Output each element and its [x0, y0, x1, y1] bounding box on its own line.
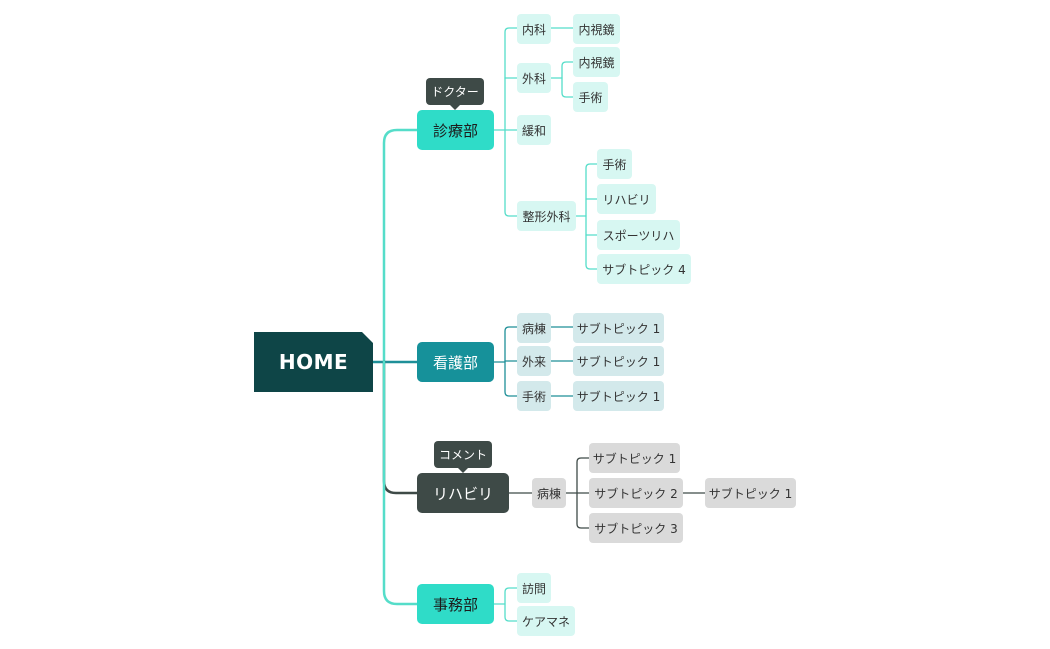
root-node-home[interactable]: HOME [254, 332, 373, 392]
callout-doctor[interactable]: ドクター [426, 78, 484, 110]
subtopic-caremane[interactable]: ケアマネ [517, 606, 575, 636]
subtopic-rehabili[interactable]: リハビリ [597, 184, 656, 214]
subtopic-riha-sub-2[interactable]: サブトピック 2 [589, 478, 683, 508]
connector-line-7 [504, 27, 518, 217]
subtopic-shujutsu-2[interactable]: 手術 [597, 149, 632, 179]
subtopic-kango-sub-1[interactable]: サブトピック 1 [573, 313, 664, 343]
subtopic-kango-sub-2[interactable]: サブトピック 1 [573, 346, 664, 376]
subtopic-naishikyo-2[interactable]: 内視鏡 [573, 47, 620, 77]
connector-line-2 [382, 128, 419, 364]
connector-line-12 [561, 61, 574, 98]
topic-jimubu[interactable]: 事務部 [417, 584, 494, 624]
topic-kangobu[interactable]: 看護部 [417, 342, 494, 382]
subtopic-naishikyo-1[interactable]: 内視鏡 [573, 14, 620, 44]
subtopic-riha-sub-1[interactable]: サブトピック 1 [589, 443, 680, 473]
subtopic-riha-sub-2-1[interactable]: サブトピック 1 [705, 478, 796, 508]
subtopic-byoto-2[interactable]: 病棟 [532, 478, 566, 508]
connector-line-14 [585, 163, 598, 270]
subtopic-shujutsu-3[interactable]: 手術 [517, 381, 551, 411]
subtopic-kango-sub-3[interactable]: サブトピック 1 [573, 381, 664, 411]
subtopic-naika[interactable]: 内科 [517, 14, 551, 44]
subtopic-keiseigeka[interactable]: 整形外科 [517, 201, 576, 231]
subtopic-shujutsu-1[interactable]: 手術 [573, 82, 608, 112]
subtopic-sports-reha[interactable]: スポーツリハ [597, 220, 680, 250]
subtopic-byoto-1[interactable]: 病棟 [517, 313, 551, 343]
callout-comment[interactable]: コメント [434, 441, 492, 473]
topic-rehabili[interactable]: リハビリ [417, 473, 509, 513]
connector-line-5 [382, 360, 419, 606]
subtopic-subtopic-4[interactable]: サブトピック 4 [597, 254, 691, 284]
subtopic-homon[interactable]: 訪問 [517, 573, 551, 603]
subtopic-gairai[interactable]: 外来 [517, 346, 551, 376]
connector-line-4 [382, 360, 419, 495]
subtopic-kanwa[interactable]: 緩和 [517, 115, 551, 145]
subtopic-riha-sub-3[interactable]: サブトピック 3 [589, 513, 683, 543]
topic-shinryobu[interactable]: 診療部 [417, 110, 494, 150]
connector-line-29 [504, 587, 518, 622]
subtopic-geka[interactable]: 外科 [517, 63, 551, 93]
